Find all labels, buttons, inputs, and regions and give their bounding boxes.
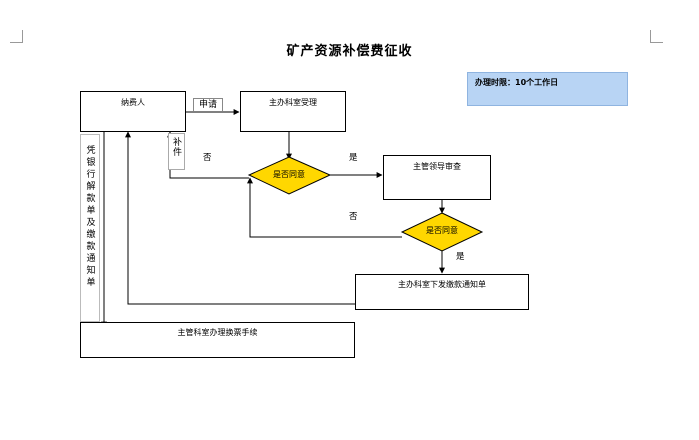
- decision2-diamond: [400, 212, 484, 252]
- corner-mark-top-left: [10, 30, 23, 43]
- leader-review-label: 主管领导审查: [413, 162, 461, 171]
- time-limit-box: 办理时限：10个工作日: [467, 72, 628, 106]
- leader-review-box: 主管领导审查: [383, 155, 491, 200]
- time-limit-text: 办理时限：10个工作日: [475, 78, 559, 87]
- main-office-accept-label: 主办科室受理: [269, 98, 317, 107]
- no-label-decision2: 否: [349, 212, 358, 222]
- supplement-label: 补件: [171, 137, 181, 157]
- apply-label-box: 申请: [193, 98, 223, 111]
- decision1-diamond: [247, 156, 332, 195]
- main-office-accept-box: 主办科室受理: [240, 91, 346, 132]
- decision1-label: 是否同意: [273, 170, 305, 179]
- yes-label-decision1: 是: [349, 153, 358, 163]
- voucher-label-box: 凭银行解款单及缴款通知单: [80, 134, 100, 322]
- voucher-label: 凭银行解款单及缴款通知单: [84, 145, 95, 289]
- issue-notice-label: 主办科室下发缴款通知单: [398, 280, 486, 289]
- apply-label: 申请: [198, 100, 217, 110]
- arrow-decision2-no: [247, 177, 402, 238]
- receipt-office-box: 主管科室办理换票手续: [80, 322, 355, 358]
- no-label-decision1: 否: [203, 153, 212, 163]
- issue-notice-box: 主办科室下发缴款通知单: [355, 274, 529, 310]
- receipt-office-label: 主管科室办理换票手续: [177, 328, 258, 337]
- arrow-notice-to-payer: [125, 131, 355, 305]
- payer-box: 纳费人: [80, 91, 186, 132]
- decision2-label: 是否同意: [426, 226, 458, 235]
- yes-label-decision2: 是: [456, 252, 465, 262]
- payer-label: 纳费人: [121, 98, 145, 107]
- supplement-label-box: 补件: [168, 133, 185, 170]
- diagram-title: 矿产资源补偿费征收: [286, 44, 413, 59]
- corner-mark-top-right: [650, 30, 663, 43]
